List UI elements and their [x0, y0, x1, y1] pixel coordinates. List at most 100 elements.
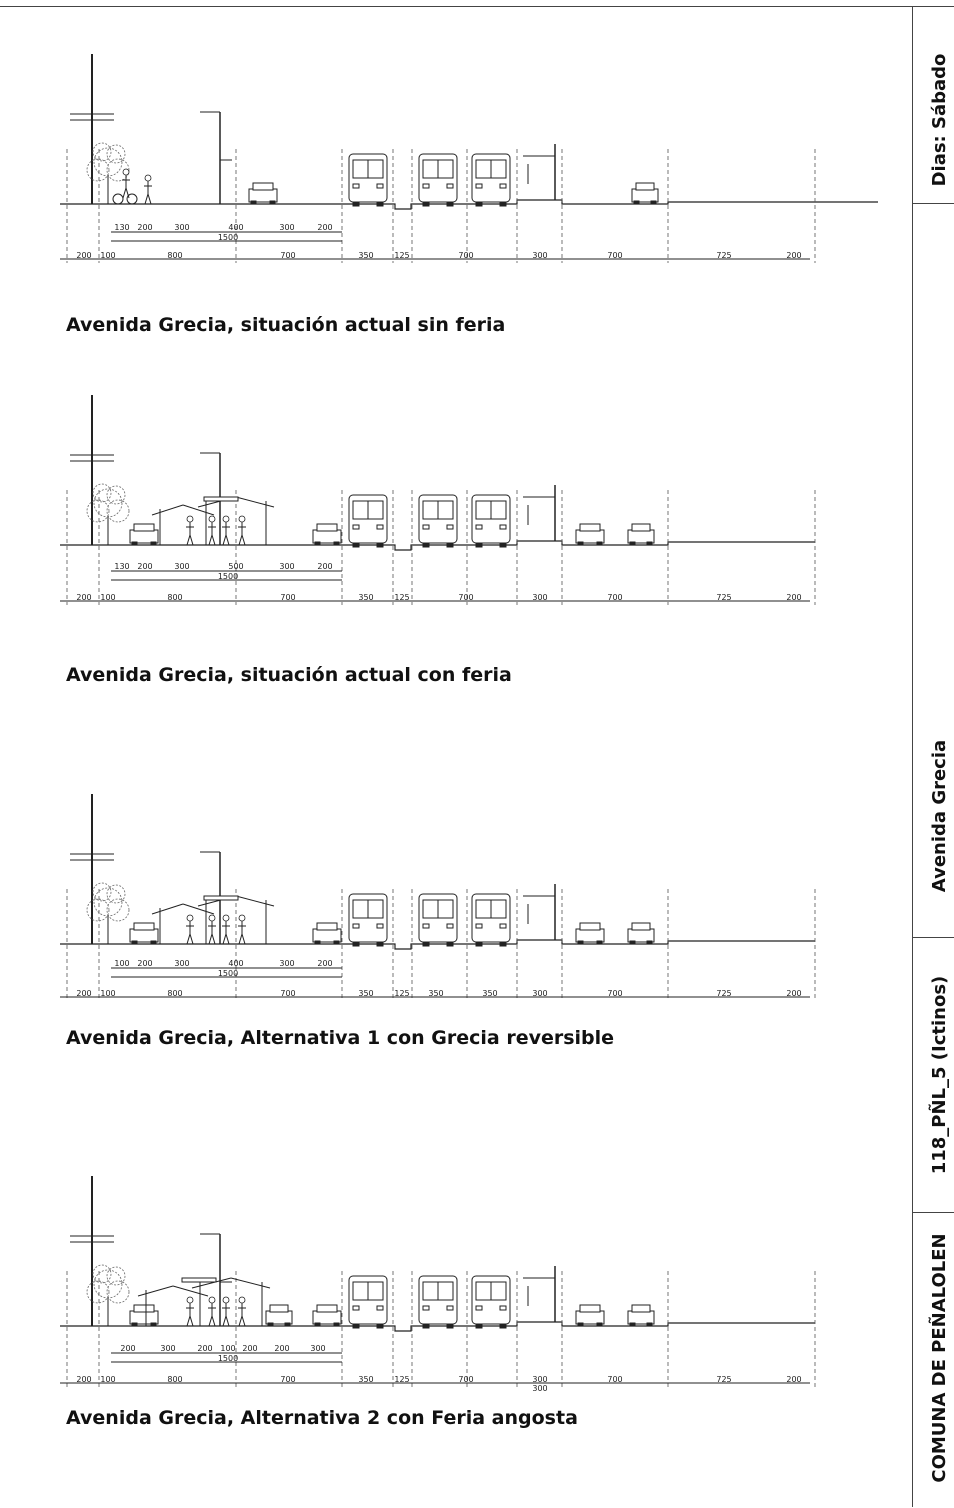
person-leg — [241, 1315, 246, 1327]
tree-foliage — [106, 898, 130, 922]
car-wheel — [596, 1322, 603, 1327]
car-cabin — [579, 922, 601, 931]
dimension-label: 130 — [114, 223, 129, 232]
tree-foliage — [92, 1264, 112, 1284]
sidebar-separator-3 — [912, 1212, 954, 1213]
car-wheel — [333, 940, 340, 945]
bus-light — [422, 183, 430, 189]
light-pole-icon — [70, 794, 114, 944]
cyclist-icon — [112, 193, 138, 205]
tree-foliage — [106, 158, 130, 182]
person-leg — [225, 933, 230, 945]
bus-wheel — [422, 941, 430, 947]
dimension-label: 300 — [279, 959, 294, 968]
tree-icon — [86, 1264, 130, 1326]
dimension-label: 200 — [317, 223, 332, 232]
stall-canopy — [181, 1277, 217, 1283]
dimension-label: 200 — [137, 562, 152, 571]
dimension-label: 100 — [220, 1344, 235, 1353]
pedestrian-icon — [186, 1296, 194, 1327]
bus-light — [499, 183, 507, 189]
bus-wheel — [499, 201, 507, 207]
bus-stop-sign-icon — [523, 485, 556, 541]
bus-wheel — [352, 542, 360, 548]
dimension-label: 125 — [394, 989, 409, 998]
pedestrian-icon — [144, 174, 152, 205]
bus-light — [446, 524, 454, 530]
dimension-label: 200 — [786, 989, 801, 998]
feria-stall-icon — [191, 1277, 271, 1326]
bike-wheel — [112, 193, 124, 205]
person-leg — [225, 1315, 230, 1327]
dimension-label: 350 — [482, 989, 497, 998]
dimension-label: 725 — [716, 1375, 731, 1384]
person-head — [186, 1296, 194, 1304]
bus-wheel — [446, 542, 454, 548]
dimension-label: 125 — [394, 1375, 409, 1384]
bus-light — [352, 183, 360, 189]
dimension-label: 350 — [358, 989, 373, 998]
bus-wheel — [446, 941, 454, 947]
person-leg — [211, 1315, 216, 1327]
person-head — [238, 1296, 246, 1304]
tree-foliage — [92, 483, 112, 503]
dimension-label: 300 — [160, 1344, 175, 1353]
stall-roof — [137, 1285, 174, 1297]
person-leg — [122, 187, 127, 199]
person-leg — [125, 187, 130, 199]
car-wheel — [314, 1322, 321, 1327]
dimension-label: 100 — [100, 251, 115, 260]
car-wheel — [284, 1322, 291, 1327]
bus-stop-sign-icon — [523, 884, 556, 940]
car-cabin — [579, 1304, 601, 1313]
bus-light — [422, 524, 430, 530]
person-leg — [211, 933, 216, 945]
dimension-label: 200 — [317, 959, 332, 968]
person-leg — [238, 933, 243, 945]
person-leg — [189, 534, 194, 546]
dimension-label: 200 — [76, 989, 91, 998]
dimension-label: 200 — [137, 223, 152, 232]
tree-foliage — [92, 142, 112, 162]
car-wheel — [577, 940, 584, 945]
sidebar-commune-label: COMUNA DE PEÑALOLEN — [929, 1233, 950, 1483]
dimension-label: 500 — [228, 562, 243, 571]
bus-wheel — [499, 1323, 507, 1329]
bus-wheel — [475, 941, 483, 947]
car-wheel — [646, 541, 653, 546]
person-leg — [186, 1315, 191, 1327]
light-pole-icon — [70, 54, 114, 204]
dimension-label: 700 — [280, 251, 295, 260]
dimension-label: 200 — [137, 959, 152, 968]
dimension-label: 700 — [458, 593, 473, 602]
dimension-label: 700 — [607, 1375, 622, 1384]
dimension-label: 300 — [532, 593, 547, 602]
car-icon — [575, 922, 605, 945]
section-caption: Avenida Grecia, situación actual con fer… — [66, 664, 512, 686]
dimension-label: 700 — [458, 1375, 473, 1384]
tree-icon — [86, 142, 130, 204]
car-cabin — [635, 182, 655, 191]
person-leg — [189, 1315, 194, 1327]
bus-wheel — [475, 542, 483, 548]
tree-foliage — [106, 499, 130, 523]
car-icon — [248, 182, 278, 205]
dimension-label: 350 — [358, 251, 373, 260]
dimension-label: 200 — [317, 562, 332, 571]
pedestrian-icon — [222, 914, 230, 945]
bus-light — [446, 923, 454, 929]
stall-roof — [191, 1277, 232, 1289]
dimension-label: 350 — [358, 1375, 373, 1384]
dimension-label: 300 — [532, 1375, 547, 1384]
dimension-label: 125 — [394, 593, 409, 602]
dimension-label: 200 — [76, 251, 91, 260]
dimension-label: 300 — [532, 989, 547, 998]
person-leg — [241, 534, 246, 546]
bus-icon — [471, 494, 511, 548]
tree-foliage — [93, 887, 123, 917]
